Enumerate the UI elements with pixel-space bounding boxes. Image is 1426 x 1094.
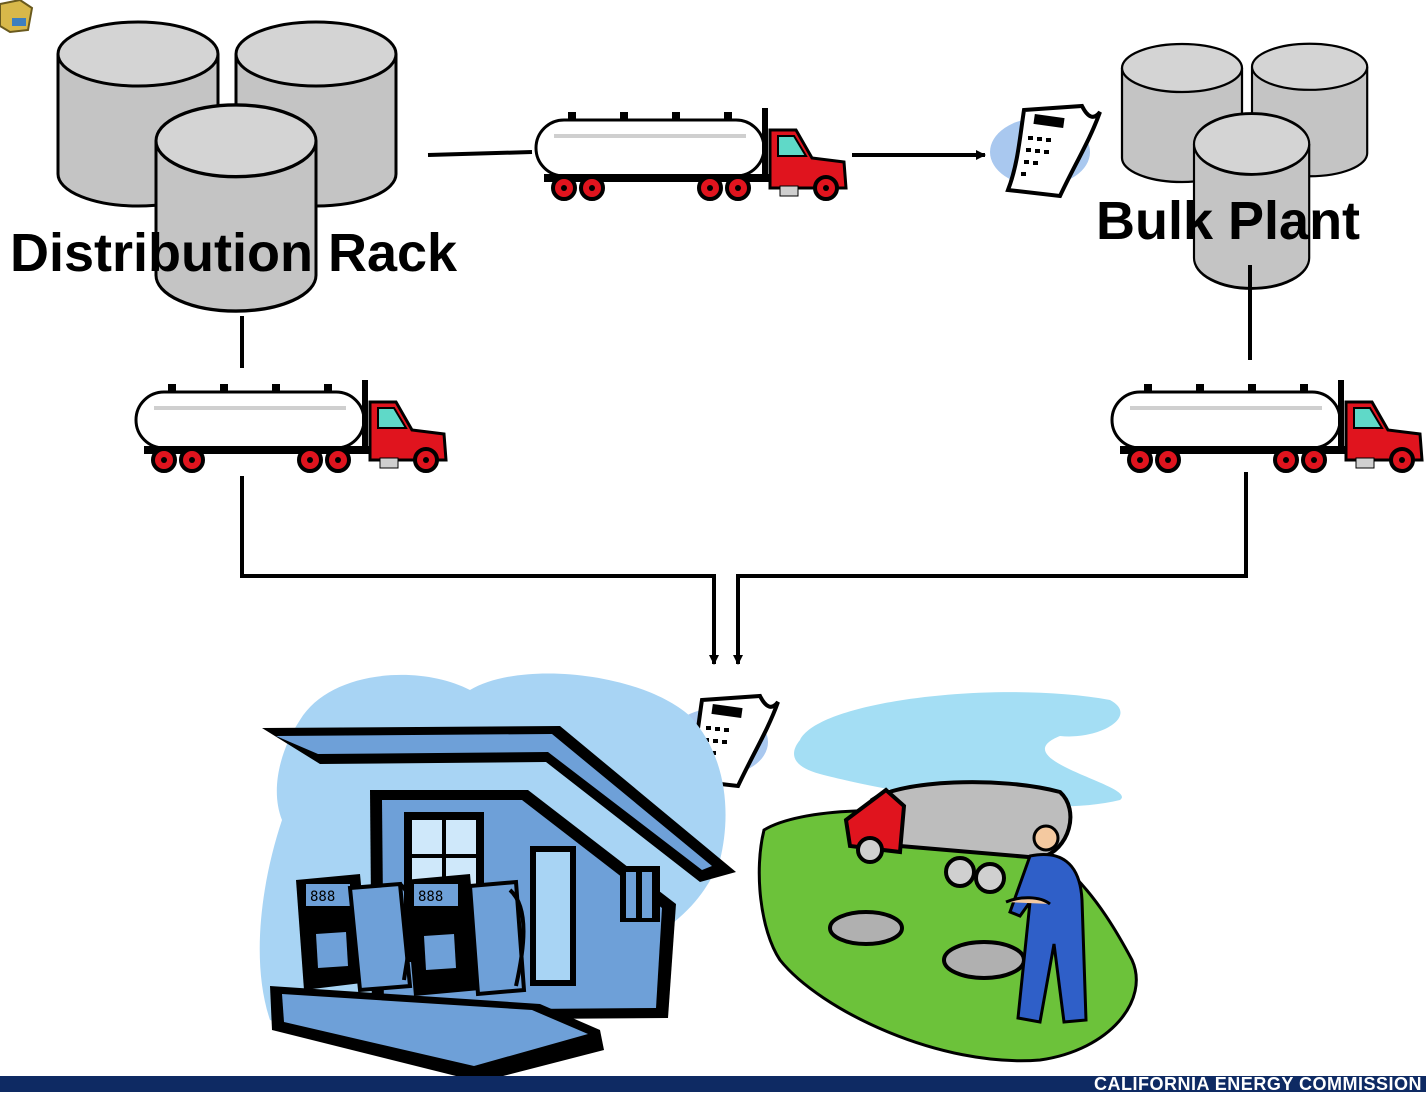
distribution-rack-label: Distribution Rack (10, 223, 458, 283)
svg-text:888: 888 (310, 889, 335, 905)
gas-station-icon: 888 888 (259, 673, 736, 1082)
flow-lines (240, 150, 1252, 665)
tanker-truck-left (134, 378, 448, 473)
tanker-truck-right (1110, 378, 1424, 473)
footer-site-text: CALIFORNIA ENERGY COMMISSION (1093, 1074, 1422, 1094)
bulk-plant-tanks-icon (1120, 42, 1369, 290)
seal-icon (0, 0, 34, 34)
svg-text:888: 888 (418, 889, 443, 905)
footer-bar: CALIFORNIA ENERGY COMMISSION (0, 1074, 1426, 1094)
receipt-icon-top (988, 104, 1102, 198)
bulk-plant-label: Bulk Plant (1096, 191, 1361, 251)
fuel-delivery-icon (757, 692, 1138, 1063)
tanker-truck-top (534, 106, 848, 201)
